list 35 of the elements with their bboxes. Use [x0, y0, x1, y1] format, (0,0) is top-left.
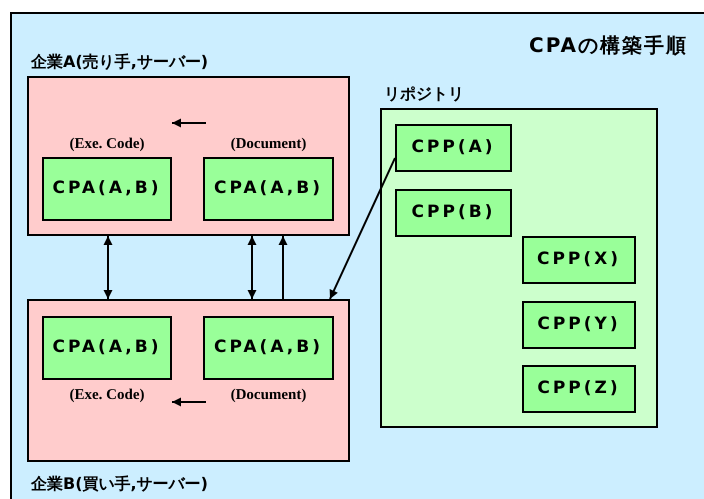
document-box: [203, 157, 334, 221]
document-box: [203, 316, 334, 380]
box-label: CPP(Z): [537, 377, 621, 400]
box-label: CPP(A): [411, 136, 496, 160]
diagram-title: CPAの構築手順: [529, 32, 688, 59]
arrow: [172, 118, 206, 128]
group-heading: 企業B(買い手,サーバー): [31, 473, 208, 495]
document-box: [522, 236, 636, 284]
node-label: (Exe. Code): [68, 386, 146, 405]
document-box: [395, 124, 512, 172]
document-box: [42, 316, 172, 380]
arrow: [329, 158, 396, 300]
box-label: CPA(A,B): [214, 336, 323, 360]
box-label: CPP(Y): [537, 313, 621, 336]
company-box: [27, 299, 350, 462]
group-heading: リポジトリ: [384, 83, 464, 105]
box-label: CPA(A,B): [214, 177, 323, 200]
arrow: [248, 236, 256, 299]
document-box: [42, 157, 172, 221]
repository-box: [380, 108, 658, 428]
box-label: CPA(A,B): [52, 336, 162, 360]
node-label: (Exe. Code): [68, 135, 146, 154]
document-box: [522, 365, 636, 413]
box-label: CPP(B): [412, 201, 496, 224]
node-label: (Document): [230, 135, 308, 154]
box-label: CPP(X): [536, 248, 622, 272]
box-label: CPA(A,B): [52, 177, 162, 200]
document-box: [395, 189, 512, 237]
arrow: [172, 398, 206, 406]
arrow: [278, 236, 288, 299]
group-heading: 企業A(売り手,サーバー): [31, 51, 208, 73]
arrow: [104, 236, 112, 299]
node-label: (Document): [230, 386, 308, 405]
company-box: [27, 76, 350, 236]
document-box: [522, 301, 636, 349]
